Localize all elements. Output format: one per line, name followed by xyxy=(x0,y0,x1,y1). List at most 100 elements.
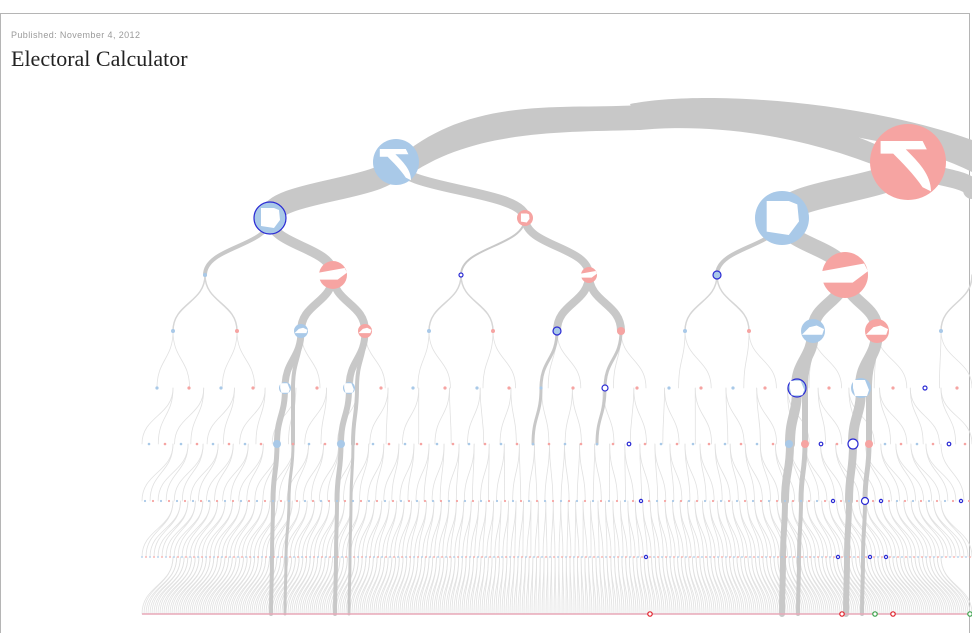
node-level-7[interactable] xyxy=(600,500,602,502)
node-level-8[interactable] xyxy=(217,556,219,558)
node-level-8[interactable] xyxy=(809,556,811,558)
node-level-6[interactable] xyxy=(516,443,519,446)
node-level-6[interactable] xyxy=(356,443,359,446)
node-level-8[interactable] xyxy=(697,556,699,558)
node-level-8[interactable] xyxy=(437,556,439,558)
node-level-8[interactable] xyxy=(605,556,607,558)
node-virginia[interactable] xyxy=(491,329,495,333)
node-level-8[interactable] xyxy=(741,556,743,558)
node-level-6[interactable] xyxy=(627,442,631,446)
node-level-8[interactable] xyxy=(657,556,659,558)
node-level-8[interactable] xyxy=(365,556,367,558)
node-level-8[interactable] xyxy=(665,556,667,558)
node-north-carolina[interactable] xyxy=(459,273,463,277)
node-level-6[interactable] xyxy=(228,443,231,446)
node-level-8[interactable] xyxy=(301,556,303,558)
node-level-7[interactable] xyxy=(784,500,786,502)
node-level-8[interactable] xyxy=(405,556,407,558)
node-level-8[interactable] xyxy=(297,556,299,558)
node-level-8[interactable] xyxy=(857,556,859,558)
node-level-7[interactable] xyxy=(304,500,306,502)
node-level-8[interactable] xyxy=(201,556,203,558)
node-level-8[interactable] xyxy=(725,556,727,558)
node-level-8[interactable] xyxy=(141,556,143,558)
node-level-7[interactable] xyxy=(488,500,490,502)
node-level-7[interactable] xyxy=(840,500,842,502)
node-level-8[interactable] xyxy=(277,556,279,558)
node-wisconsin[interactable] xyxy=(443,386,446,389)
node-level-6[interactable] xyxy=(596,443,599,446)
node-level-8[interactable] xyxy=(385,556,387,558)
node-virginia[interactable] xyxy=(683,329,687,333)
node-level-7[interactable] xyxy=(176,500,178,502)
node-level-7[interactable] xyxy=(280,500,282,502)
node-level-8[interactable] xyxy=(529,556,531,558)
node-level-8[interactable] xyxy=(325,556,327,558)
node-level-8[interactable] xyxy=(165,556,167,558)
node-level-8[interactable] xyxy=(353,556,355,558)
node-level-7[interactable] xyxy=(496,500,498,502)
node-level-6[interactable] xyxy=(548,443,551,446)
node-level-7[interactable] xyxy=(544,500,546,502)
node-virginia[interactable] xyxy=(235,329,239,333)
node-level-6[interactable] xyxy=(388,443,391,446)
node-wisconsin[interactable] xyxy=(507,386,510,389)
node-level-8[interactable] xyxy=(373,556,375,558)
node-level-8[interactable] xyxy=(649,556,651,558)
node-wisconsin[interactable] xyxy=(763,386,766,389)
node-level-7[interactable] xyxy=(680,500,682,502)
node-level-7[interactable] xyxy=(344,500,346,502)
node-level-8[interactable] xyxy=(397,556,399,558)
node-wisconsin[interactable] xyxy=(411,386,414,389)
node-level-8[interactable] xyxy=(533,556,535,558)
node-level-8[interactable] xyxy=(329,556,331,558)
node-level-8[interactable] xyxy=(849,556,851,558)
node-level-8[interactable] xyxy=(589,556,591,558)
node-level-8[interactable] xyxy=(449,556,451,558)
node-wisconsin[interactable] xyxy=(187,386,190,389)
node-level-8[interactable] xyxy=(641,556,643,558)
node-level-7[interactable] xyxy=(736,500,738,502)
node-wisconsin[interactable] xyxy=(539,386,542,389)
node-level-7[interactable] xyxy=(576,500,578,502)
node-level-8[interactable] xyxy=(409,556,411,558)
node-level-8[interactable] xyxy=(189,556,191,558)
node-wisconsin[interactable] xyxy=(475,386,478,389)
node-level-6[interactable] xyxy=(148,443,151,446)
node-level-6[interactable] xyxy=(308,443,311,446)
node-wisconsin[interactable] xyxy=(891,386,894,389)
node-level-7[interactable] xyxy=(888,500,890,502)
node-level-8[interactable] xyxy=(245,556,247,558)
node-level-8[interactable] xyxy=(145,556,147,558)
node-level-8[interactable] xyxy=(341,556,343,558)
node-level-8[interactable] xyxy=(473,556,475,558)
node-virginia[interactable] xyxy=(553,327,561,335)
node-level-7[interactable] xyxy=(688,500,690,502)
node-level-8[interactable] xyxy=(957,556,959,558)
node-level-8[interactable] xyxy=(825,556,827,558)
node-wisconsin[interactable] xyxy=(155,386,158,389)
node-level-8[interactable] xyxy=(581,556,583,558)
node-level-8[interactable] xyxy=(197,556,199,558)
node-level-7[interactable] xyxy=(512,500,514,502)
node-level-8[interactable] xyxy=(313,556,315,558)
node-level-7[interactable] xyxy=(848,500,850,502)
node-level-7[interactable] xyxy=(480,500,482,502)
node-level-7[interactable] xyxy=(862,498,869,505)
node-level-6[interactable] xyxy=(468,443,471,446)
node-level-8[interactable] xyxy=(469,556,471,558)
node-level-8[interactable] xyxy=(949,556,951,558)
node-level-6[interactable] xyxy=(164,443,167,446)
node-level-8[interactable] xyxy=(169,556,171,558)
node-level-8[interactable] xyxy=(433,556,435,558)
node-virginia[interactable] xyxy=(171,329,175,333)
node-level-7[interactable] xyxy=(720,500,722,502)
node-level-7[interactable] xyxy=(944,500,946,502)
node-level-6[interactable] xyxy=(404,443,407,446)
node-level-8[interactable] xyxy=(441,556,443,558)
node-level-8[interactable] xyxy=(489,556,491,558)
node-level-8[interactable] xyxy=(884,555,887,558)
node-level-7[interactable] xyxy=(704,500,706,502)
node-level-6[interactable] xyxy=(500,443,503,446)
node-level-8[interactable] xyxy=(481,556,483,558)
